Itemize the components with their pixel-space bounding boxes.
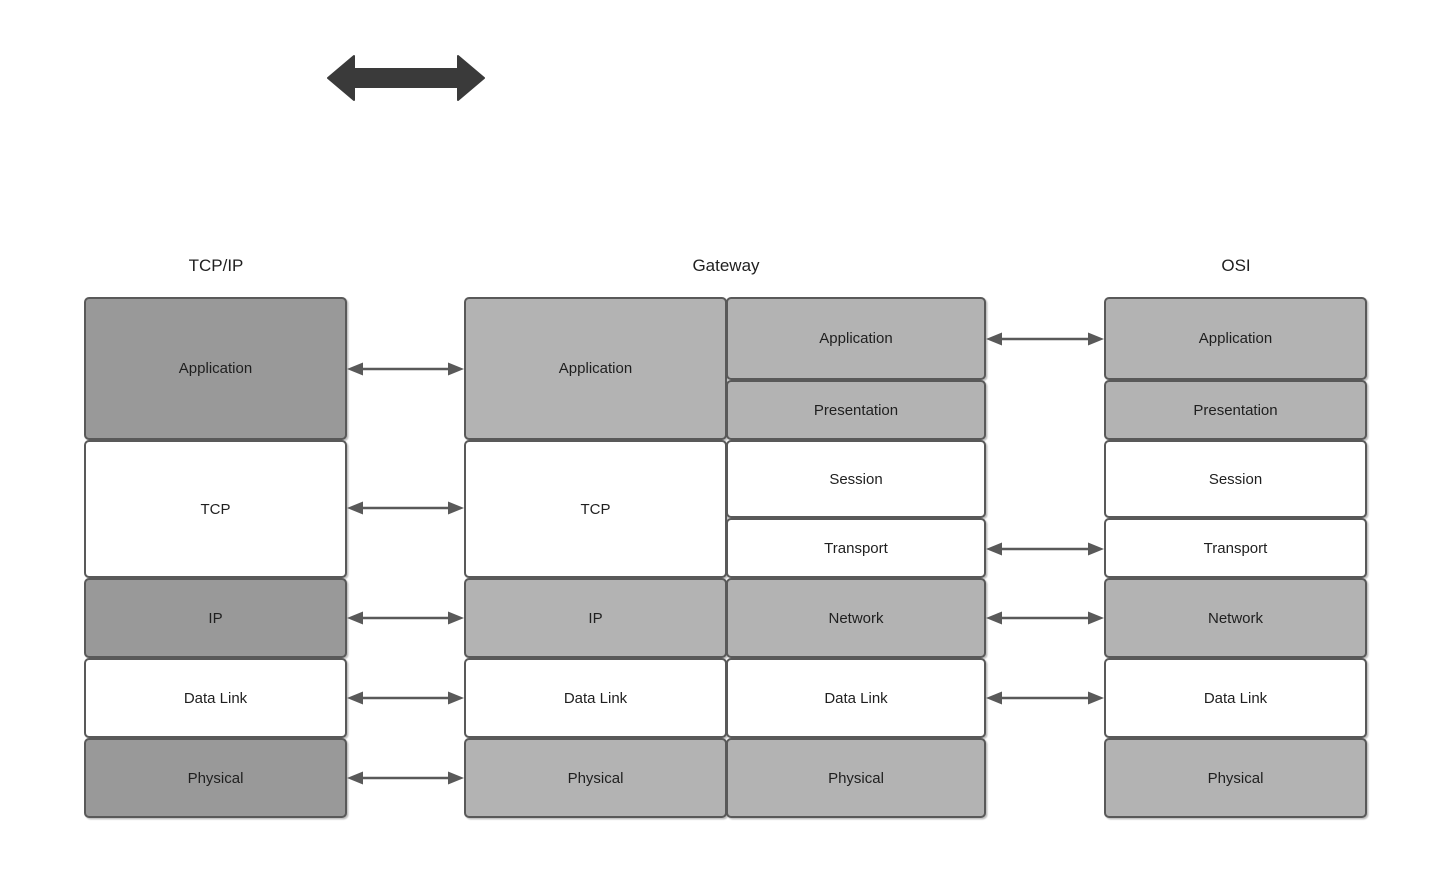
gateway-left-layer-application[interactable]: Application xyxy=(464,297,727,440)
connector-arrow-transport-right xyxy=(986,540,1104,558)
tcpip-layer-application[interactable]: Application xyxy=(84,297,347,440)
osi-layer-session[interactable]: Session xyxy=(1104,440,1367,518)
osi-layer-transport[interactable]: Transport xyxy=(1104,518,1367,578)
gateway-right-layer-data-link[interactable]: Data Link xyxy=(726,658,986,738)
osi-layer-presentation[interactable]: Presentation xyxy=(1104,380,1367,440)
column-title-tcpip: TCP/IP xyxy=(188,256,244,275)
gateway-right-layer-session[interactable]: Session xyxy=(726,440,986,518)
gateway-right-layer-network[interactable]: Network xyxy=(726,578,986,658)
osi-layer-data-link[interactable]: Data Link xyxy=(1104,658,1367,738)
gateway-right-layer-transport[interactable]: Transport xyxy=(726,518,986,578)
osi-layer-application[interactable]: Application xyxy=(1104,297,1367,380)
tcpip-layer-data-link[interactable]: Data Link xyxy=(84,658,347,738)
column-title-gateway: Gateway xyxy=(692,256,760,275)
osi-layer-network[interactable]: Network xyxy=(1104,578,1367,658)
connector-arrow-application-right xyxy=(986,330,1104,348)
osi-layer-physical[interactable]: Physical xyxy=(1104,738,1367,818)
connector-arrow-data-link-left xyxy=(347,689,464,707)
gateway-right-layer-presentation[interactable]: Presentation xyxy=(726,380,986,440)
connector-arrow-application-left xyxy=(347,360,464,378)
tcpip-layer-ip[interactable]: IP xyxy=(84,578,347,658)
connector-arrow-network-right xyxy=(986,609,1104,627)
column-title-osi: OSI xyxy=(1221,256,1251,275)
connector-arrow-tcp-left xyxy=(347,499,464,517)
tcpip-layer-physical[interactable]: Physical xyxy=(84,738,347,818)
connector-arrow-data-link-right xyxy=(986,689,1104,707)
connector-arrow-physical-left xyxy=(347,769,464,787)
gateway-left-layer-tcp[interactable]: TCP xyxy=(464,440,727,578)
legend-double-arrow-icon xyxy=(326,52,486,104)
gateway-left-layer-ip[interactable]: IP xyxy=(464,578,727,658)
gateway-right-layer-physical[interactable]: Physical xyxy=(726,738,986,818)
gateway-left-layer-data-link[interactable]: Data Link xyxy=(464,658,727,738)
gateway-left-layer-physical[interactable]: Physical xyxy=(464,738,727,818)
gateway-right-layer-application[interactable]: Application xyxy=(726,297,986,380)
connector-arrow-ip-left xyxy=(347,609,464,627)
tcpip-layer-tcp[interactable]: TCP xyxy=(84,440,347,578)
